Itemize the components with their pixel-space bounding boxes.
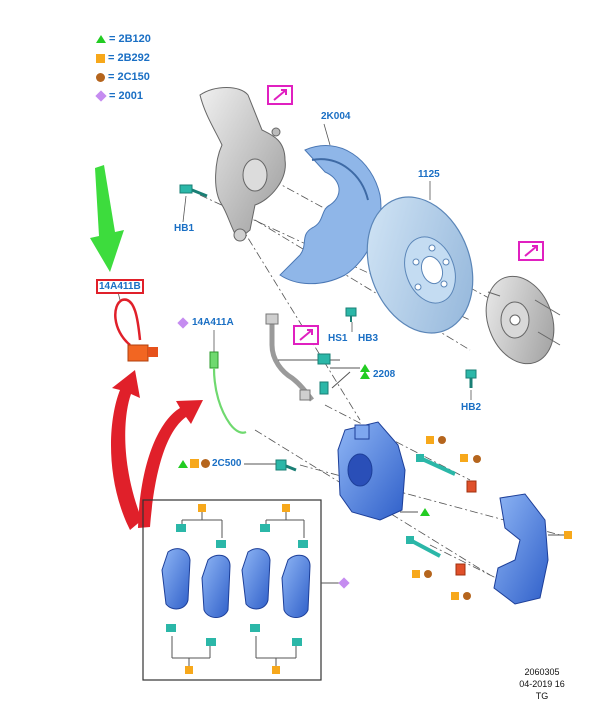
guide-pin-lower	[406, 536, 466, 576]
label-sensor-14a411a: 14A411A	[177, 316, 234, 329]
label-bolt-hb1: HB1	[174, 223, 195, 234]
guide-pin-upper	[416, 454, 477, 493]
label-caliper-bolt-2c500-text: 2C500	[212, 458, 242, 469]
bolt-hb1	[179, 184, 208, 198]
label-hose-bolt-2208-text: 2208	[373, 369, 396, 380]
brake-pad	[281, 554, 311, 618]
wheel-hub	[485, 275, 561, 365]
green-arrow-icon	[90, 165, 124, 272]
steering-knuckle	[199, 87, 286, 242]
legend-row-2b292: = 2B292	[96, 52, 150, 64]
legend-text: = 2C150	[108, 71, 150, 83]
red-arrow-icon	[110, 370, 203, 530]
legend-row-2b120: = 2B120	[96, 33, 151, 45]
brake-pad-kit-box	[142, 499, 350, 681]
label-sensor-14a411a-text: 14A411A	[192, 317, 234, 328]
green-triangle-icon	[96, 35, 106, 43]
bolt-hb2	[465, 369, 477, 388]
torque-symbols	[330, 364, 572, 600]
footer-date: 04-2019 16	[519, 679, 565, 689]
bolt-hs1	[345, 307, 357, 322]
label-bolt-hb3: HB3	[358, 333, 379, 344]
caliper-carrier	[493, 493, 549, 605]
note-icon	[518, 241, 544, 261]
label-caliper-bolt-2c500: 2C500	[178, 458, 241, 469]
brake-pad	[161, 548, 191, 610]
note-icon	[293, 325, 319, 345]
brake-rotor	[366, 196, 474, 334]
legend-text: = 2B120	[109, 33, 151, 45]
orange-square-icon	[190, 459, 199, 468]
brake-hose	[265, 313, 340, 402]
wear-sensor-14a411b	[114, 298, 158, 362]
purple-diamond-icon	[177, 316, 189, 329]
note-icon	[267, 85, 293, 105]
brake-pad	[201, 554, 231, 618]
footer-doc-number: 2060305	[524, 667, 560, 677]
orange-square-icon	[96, 53, 105, 63]
wear-sensor-14a411a	[209, 351, 247, 434]
label-bolt-hs1: HS1	[328, 333, 348, 344]
brake-caliper	[337, 421, 406, 521]
footer-initials: TG	[535, 691, 549, 701]
legend-text: = 2B292	[108, 52, 150, 64]
label-dust-shield: 2K004	[321, 111, 351, 122]
caliper-bolt-2c500	[275, 459, 297, 472]
legend-row-2001: = 2001	[95, 90, 143, 102]
label-hose-bolt-2208: 2208	[360, 369, 395, 380]
label-bolt-hb2: HB2	[461, 402, 482, 413]
green-triangle-icon	[360, 370, 370, 379]
dust-shield	[279, 145, 382, 285]
legend-text: = 2001	[109, 90, 143, 102]
green-triangle-icon	[178, 459, 188, 468]
brown-dot-icon	[201, 459, 210, 468]
legend-row-2c150: = 2C150	[96, 71, 150, 83]
hose-bolt-2208	[317, 353, 331, 395]
purple-diamond-icon	[338, 577, 350, 589]
brown-dot-icon	[96, 72, 105, 82]
brake-pad	[241, 548, 271, 610]
label-sensor-14a411b: 14A411B	[96, 279, 144, 294]
label-rotor: 1125	[418, 169, 440, 180]
